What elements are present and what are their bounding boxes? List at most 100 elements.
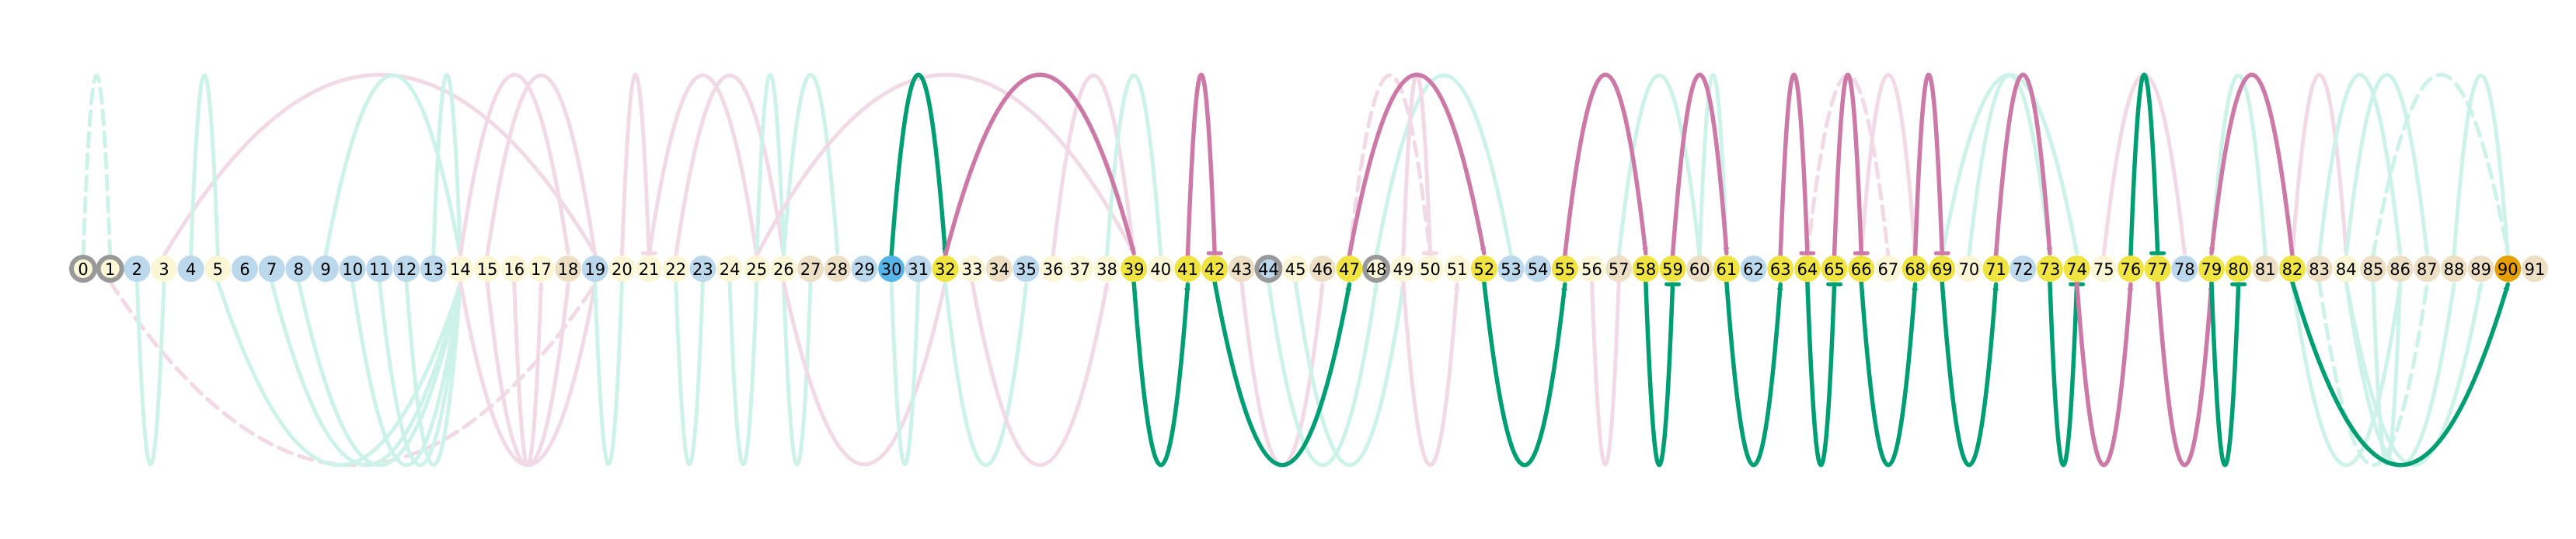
node-28-label: 28	[827, 260, 848, 279]
node-87-label: 87	[2417, 260, 2438, 279]
node-53-label: 53	[1501, 260, 1522, 279]
edge-77-to-79	[2155, 280, 2215, 468]
node-2: 2	[124, 256, 151, 282]
node-34: 34	[985, 256, 1013, 282]
node-49-circle	[1389, 256, 1417, 282]
node-73: 73	[2036, 256, 2063, 282]
node-30: 30	[878, 256, 905, 282]
node-13: 13	[420, 256, 447, 282]
edge-19-to-20	[593, 280, 624, 467]
edge-15-to-19	[485, 73, 598, 258]
node-87: 87	[2414, 256, 2441, 282]
node-60: 60	[1686, 256, 1713, 282]
edge-45-to-49	[1293, 280, 1406, 467]
node-73-label: 73	[2040, 260, 2061, 279]
node-66-label: 66	[1851, 260, 1872, 279]
node-39-circle	[1121, 256, 1148, 282]
node-77: 77	[2144, 256, 2171, 282]
node-61-circle	[1713, 256, 1740, 282]
node-7: 7	[258, 256, 285, 282]
node-57-label: 57	[1609, 260, 1630, 279]
node-82-label: 82	[2282, 260, 2303, 279]
node-11-circle	[366, 256, 393, 282]
edge-64-to-65	[1805, 280, 1837, 468]
node-76: 76	[2117, 256, 2144, 282]
edge-14-to-18	[458, 72, 570, 258]
node-83-circle	[2306, 256, 2333, 282]
node-75-circle	[2090, 256, 2118, 282]
node-64: 64	[1793, 256, 1821, 282]
node-31: 31	[905, 256, 932, 282]
node-11: 11	[366, 256, 393, 282]
edge-4-to-5	[189, 73, 220, 258]
edge-20-to-21	[619, 72, 651, 258]
node-0: 0	[69, 255, 97, 283]
node-49: 49	[1389, 256, 1417, 282]
node-33: 33	[959, 256, 986, 282]
node-26-label: 26	[773, 260, 794, 279]
node-15-label: 15	[477, 260, 498, 279]
node-47: 47	[1336, 256, 1363, 282]
edge-25-to-39	[755, 72, 1136, 258]
node-78-circle	[2171, 256, 2198, 282]
node-43-circle	[1228, 256, 1255, 282]
node-37-circle	[1066, 256, 1093, 282]
node-45-circle	[1282, 256, 1309, 282]
node-67: 67	[1874, 256, 1901, 282]
node-71-label: 71	[1985, 260, 2006, 279]
node-3: 3	[151, 256, 178, 282]
node-38-label: 38	[1096, 260, 1117, 279]
node-43-label: 43	[1231, 260, 1252, 279]
node-8: 8	[285, 256, 312, 282]
node-67-circle	[1874, 256, 1901, 282]
node-84: 84	[2333, 256, 2360, 282]
node-64-circle	[1793, 256, 1821, 282]
node-5-label: 5	[213, 260, 223, 279]
edge-11-to-14	[377, 280, 463, 468]
edge-36-to-39	[1051, 73, 1136, 258]
node-82: 82	[2278, 256, 2306, 282]
node-23: 23	[689, 256, 716, 282]
node-76-label: 76	[2121, 260, 2142, 279]
node-32: 32	[932, 256, 959, 282]
node-52-circle	[1470, 256, 1497, 282]
node-53: 53	[1497, 256, 1525, 282]
edge-38-to-40	[1104, 73, 1163, 258]
node-63-label: 63	[1770, 260, 1791, 279]
node-68-circle	[1901, 256, 1929, 282]
node-18-circle	[555, 256, 582, 282]
node-18: 18	[555, 256, 582, 282]
node-16-label: 16	[504, 260, 525, 279]
node-24-circle	[716, 256, 744, 282]
node-19: 19	[581, 256, 608, 282]
node-81-label: 81	[2255, 260, 2276, 279]
node-1-label: 1	[105, 260, 115, 279]
node-51-circle	[1444, 256, 1471, 282]
edge-88-to-90	[2452, 73, 2510, 258]
node-82-circle	[2278, 256, 2306, 282]
node-60-circle	[1686, 256, 1713, 282]
edge-59-to-61	[1670, 72, 1730, 258]
edge-73-to-74	[2048, 280, 2079, 468]
node-45: 45	[1282, 256, 1309, 282]
node-45-label: 45	[1285, 260, 1306, 279]
node-60-label: 60	[1689, 260, 1710, 279]
node-34-label: 34	[988, 260, 1009, 279]
node-20-label: 20	[612, 260, 633, 279]
node-6-circle	[232, 256, 259, 282]
node-16: 16	[500, 256, 528, 282]
node-23-label: 23	[692, 260, 713, 279]
node-48-circle	[1362, 255, 1391, 283]
node-1: 1	[96, 255, 124, 283]
node-28-circle	[824, 256, 851, 282]
node-10: 10	[339, 256, 366, 282]
node-22-circle	[662, 256, 689, 282]
edge-66-to-68	[1859, 280, 1919, 468]
node-9: 9	[312, 256, 340, 282]
node-65-circle	[1821, 256, 1848, 282]
edge-58-to-59	[1644, 280, 1675, 468]
node-7-circle	[258, 256, 285, 282]
node-46-label: 46	[1312, 260, 1333, 279]
node-40: 40	[1147, 256, 1174, 282]
